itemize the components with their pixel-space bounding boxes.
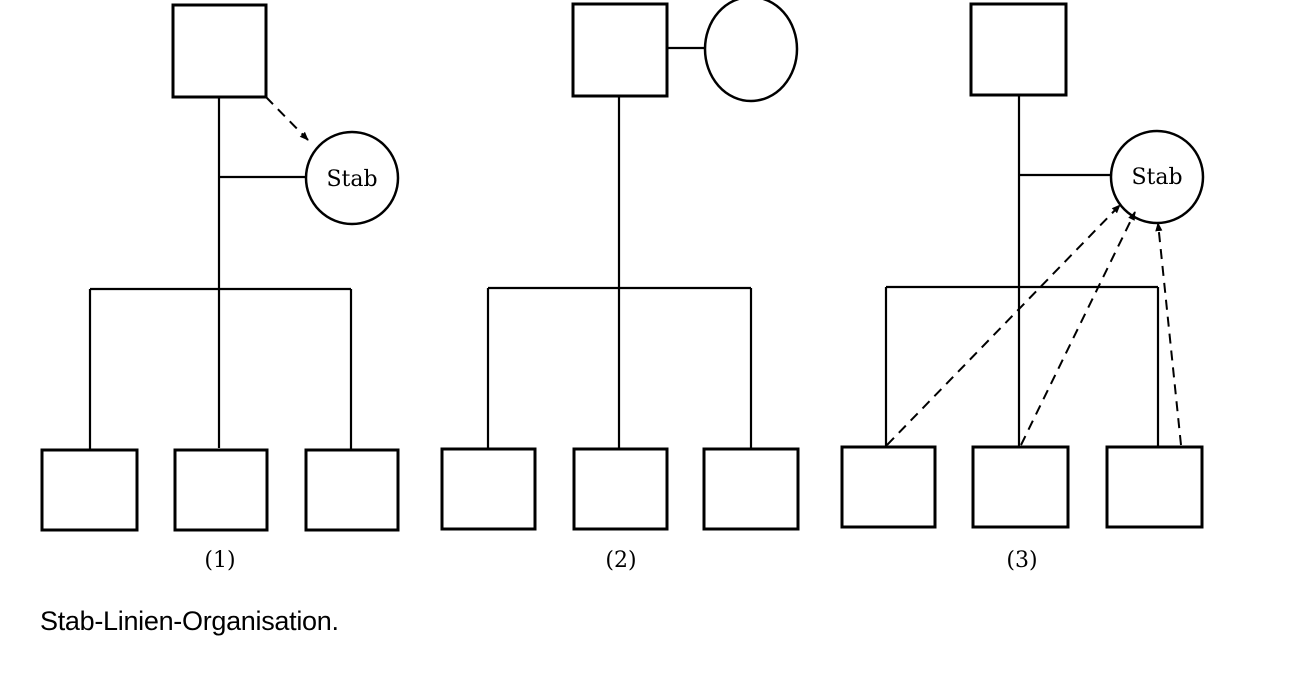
diagram-1: Stab (1) <box>40 3 400 573</box>
subordinate-box <box>572 447 669 531</box>
diagram-label: (3) <box>1006 548 1037 573</box>
diagram-label: (1) <box>204 548 235 573</box>
dashed-arrow <box>886 204 1121 446</box>
top-manager-box <box>171 3 268 99</box>
staff-ellipse <box>703 0 799 103</box>
dashed-arrow <box>265 96 309 141</box>
staff-circle <box>304 130 400 226</box>
subordinate-box <box>40 448 139 532</box>
top-manager-box <box>969 2 1068 97</box>
organization-diagrams: Stab (1) (2) Stab ( <box>40 0 1205 573</box>
staff-label: Stab <box>1131 165 1182 190</box>
diagram-2: (2) <box>440 0 800 573</box>
diagram-3: Stab (3) <box>840 2 1205 573</box>
dashed-arrow <box>1020 211 1136 446</box>
figure-caption: Stab-Linien-Organisation. <box>40 606 339 636</box>
subordinate-box <box>440 447 537 531</box>
subordinate-box <box>840 445 937 529</box>
diagram-label: (2) <box>605 548 636 573</box>
staff-label: Stab <box>326 167 377 192</box>
subordinate-box <box>971 445 1070 529</box>
subordinate-box <box>1105 445 1204 529</box>
subordinate-box <box>304 448 400 532</box>
top-manager-box <box>571 2 669 98</box>
dashed-arrow <box>1155 222 1182 446</box>
subordinate-box <box>173 448 269 532</box>
subordinate-box <box>702 447 800 531</box>
